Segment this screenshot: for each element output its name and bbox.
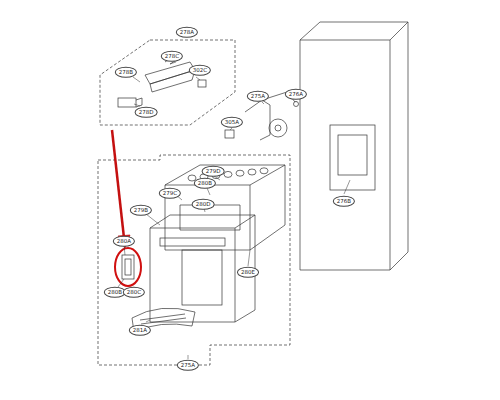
display-window bbox=[160, 238, 225, 246]
small-part bbox=[225, 130, 234, 138]
small-part bbox=[198, 80, 206, 87]
leader-lines bbox=[118, 62, 350, 359]
panel-opening bbox=[182, 250, 222, 305]
group-outline bbox=[100, 40, 235, 125]
callout-number: 280E bbox=[237, 267, 259, 278]
dispenser-recess bbox=[330, 125, 375, 190]
callout-number: 280A bbox=[113, 236, 135, 247]
red-arrow bbox=[112, 130, 124, 238]
door-outline bbox=[300, 22, 408, 270]
control-box bbox=[165, 165, 285, 250]
callout-number: 279D bbox=[202, 166, 225, 177]
circuit-board bbox=[180, 205, 240, 230]
callout-number: 278C bbox=[161, 51, 183, 62]
lever-part bbox=[145, 62, 195, 84]
highlighted-part bbox=[122, 255, 134, 279]
bracket-part bbox=[245, 100, 270, 140]
callout-number: 278D bbox=[135, 107, 158, 118]
callout-number: 305A bbox=[221, 117, 243, 128]
callout-number: 275A bbox=[177, 360, 199, 371]
button bbox=[236, 170, 244, 176]
switch-part bbox=[118, 98, 136, 107]
lever-part bbox=[150, 70, 195, 92]
group-outline bbox=[98, 155, 290, 365]
callout-number: 276B bbox=[333, 196, 355, 207]
motor-part bbox=[275, 125, 281, 131]
callout-number: 275A bbox=[247, 91, 269, 102]
callout-number: 278B bbox=[115, 67, 137, 78]
callout-number: 279C bbox=[159, 188, 181, 199]
callout-number: 280B bbox=[194, 178, 216, 189]
button bbox=[224, 171, 232, 177]
screw-part bbox=[294, 102, 299, 107]
callout-number: 276A bbox=[285, 89, 307, 100]
control-box bbox=[165, 165, 285, 250]
highlighted-part bbox=[125, 259, 131, 275]
button bbox=[248, 169, 256, 175]
callout-number: 280D bbox=[192, 199, 215, 210]
callout-number: 280C bbox=[123, 287, 145, 298]
drip-tray bbox=[140, 314, 186, 324]
highlight-ring bbox=[115, 248, 141, 286]
motor-part bbox=[269, 119, 287, 137]
dispenser-recess bbox=[338, 135, 367, 175]
button bbox=[260, 168, 268, 174]
door-outline bbox=[300, 22, 408, 270]
callout-number: 281A bbox=[129, 325, 151, 336]
callout-number: 279B bbox=[130, 205, 152, 216]
callout-number: 278A bbox=[176, 27, 198, 38]
callout-number: 302C bbox=[189, 65, 211, 76]
